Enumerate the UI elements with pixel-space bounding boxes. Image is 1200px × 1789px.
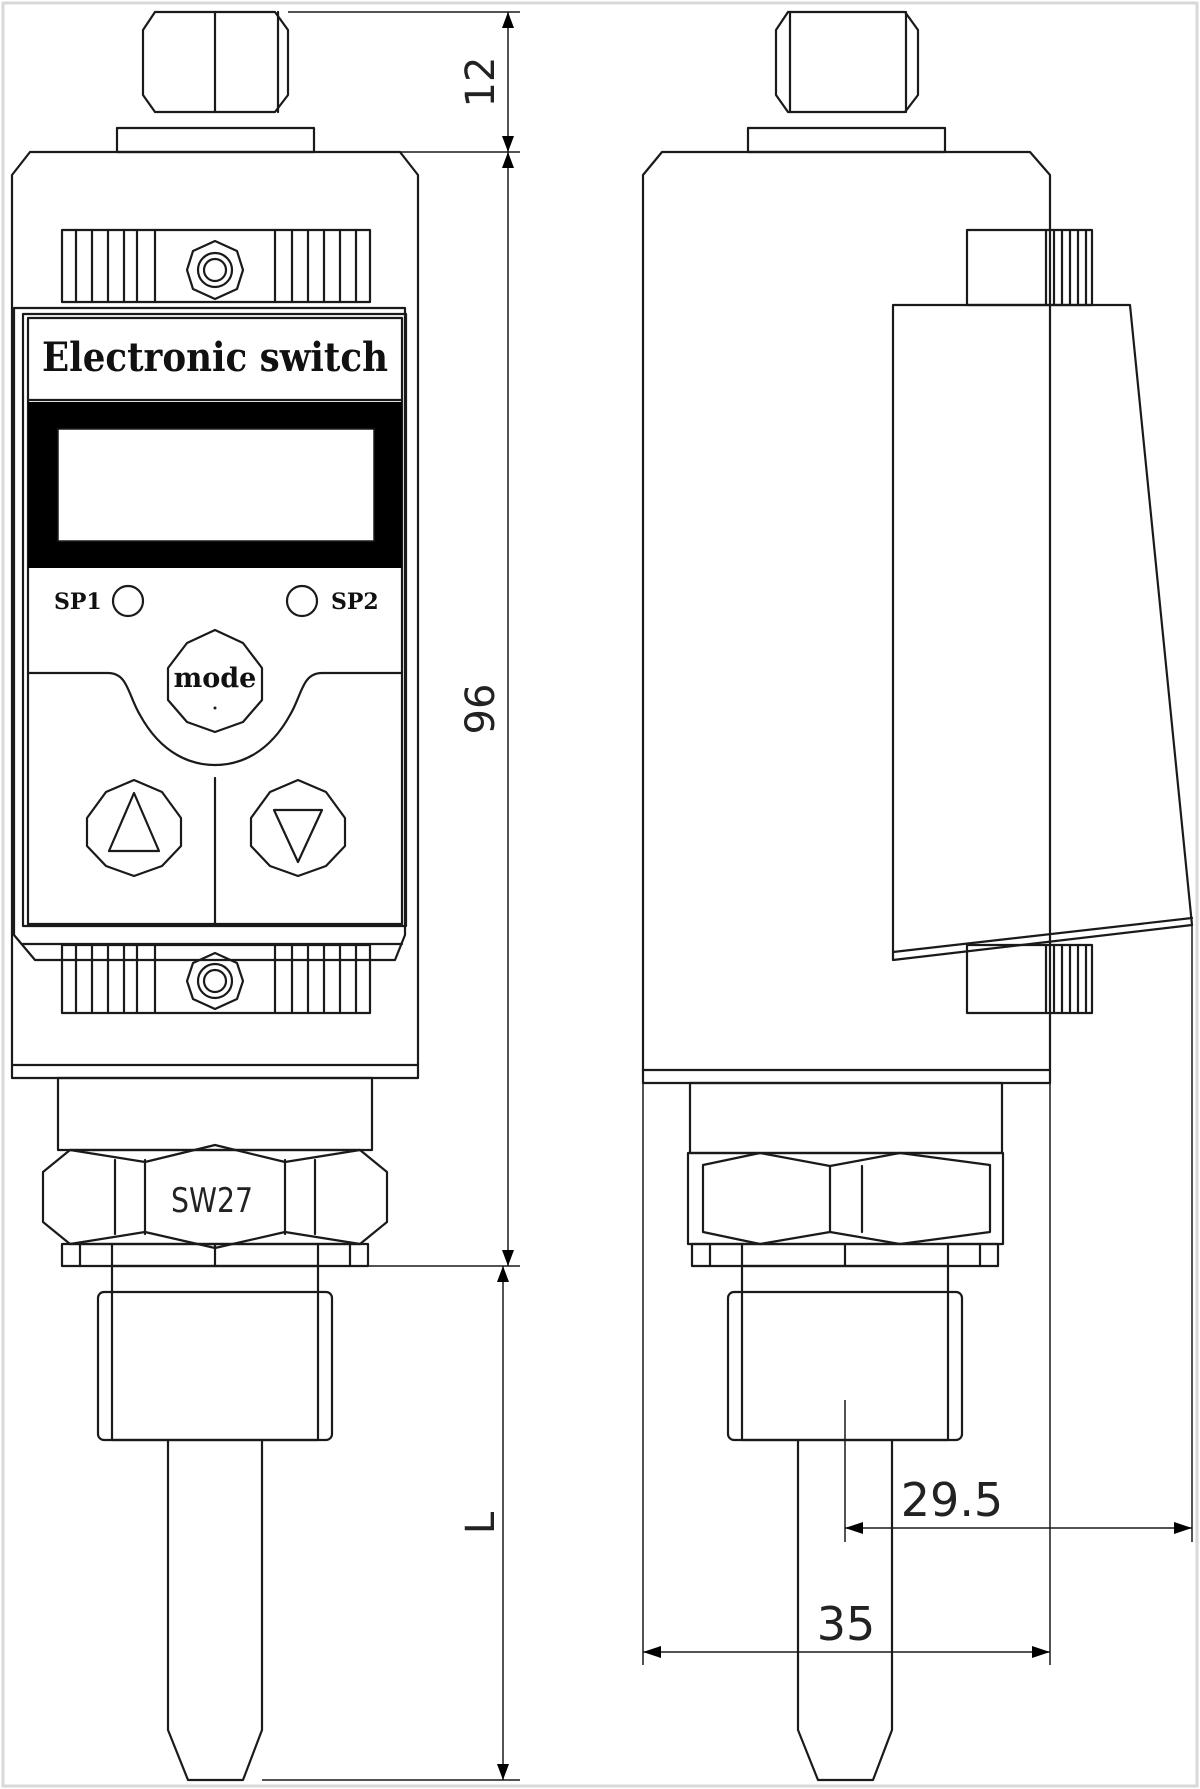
side-process-connection — [686, 1081, 1005, 1782]
dim-body-height: 96 — [458, 684, 504, 735]
led-sp2-indicator — [285, 584, 319, 618]
front-housing — [10, 150, 420, 1080]
dim-probe-length: L — [458, 1511, 504, 1534]
wrench-size-label: SW27 — [171, 1181, 253, 1221]
top-screw-icon — [185, 239, 245, 301]
side-housing — [641, 150, 1052, 1085]
front-connector-cap — [115, 10, 316, 154]
mode-button-label: mode — [174, 663, 257, 694]
side-connector-cap — [746, 10, 947, 154]
side-cable-plug — [891, 228, 1194, 1015]
dim-top-height: 12 — [458, 57, 504, 108]
down-arrow-icon — [272, 808, 324, 864]
up-button[interactable] — [85, 778, 183, 878]
led-sp1-indicator — [111, 584, 145, 618]
dimension-lines: 12 96 L 29.5 35 — [262, 11, 1193, 1781]
side-view — [641, 10, 1194, 1782]
up-arrow-icon — [107, 791, 161, 853]
device-title: Electronic switch — [42, 334, 388, 381]
led-sp1: SP1 — [54, 584, 145, 618]
led-sp2: SP2 — [285, 584, 379, 618]
front-panel: Electronic switch SP1 SP2 mode — [12, 306, 408, 962]
dim-side-offset: 29.5 — [901, 1473, 1003, 1527]
led-sp2-label: SP2 — [331, 589, 379, 615]
front-view: Electronic switch SP1 SP2 mode — [10, 10, 420, 1782]
lcd-display — [28, 402, 402, 568]
down-button[interactable] — [249, 778, 347, 878]
mode-button[interactable]: mode — [166, 628, 264, 734]
front-process-connection: SW27 — [41, 1076, 389, 1782]
dim-width: 35 — [817, 1597, 876, 1651]
led-sp1-label: SP1 — [54, 589, 102, 615]
bottom-screw-icon — [185, 951, 245, 1011]
